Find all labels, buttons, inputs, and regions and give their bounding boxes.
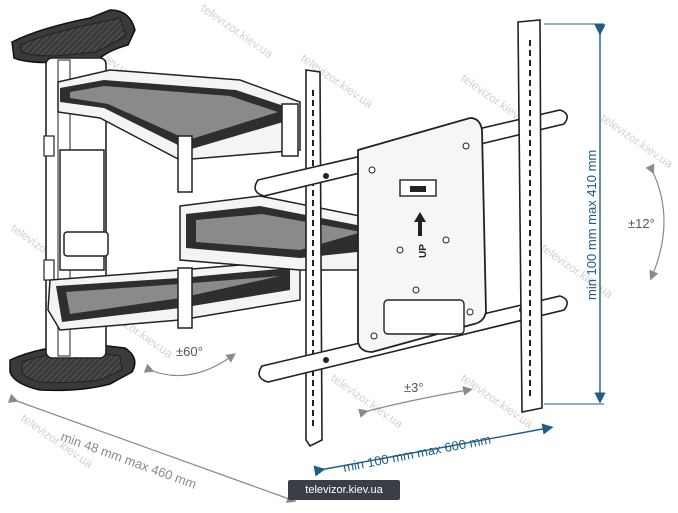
watermark: televizor.kiev.ua: [538, 241, 616, 301]
rotation-angle: ±3°: [358, 380, 473, 418]
up-arrow-icon: [414, 212, 426, 236]
vertical-dimension: min 100 mm max 410 mm: [544, 23, 606, 405]
watermark: televizor.kiev.ua: [328, 371, 406, 431]
left-vertical-bar: [305, 69, 323, 448]
swivel-angle-label: ±60°: [176, 344, 203, 359]
watermark: televizor.kiev.ua: [598, 111, 676, 171]
watermark: televizor.kiev.ua: [198, 1, 276, 61]
horizontal-dimension-label: min 100 mm max 600 mm: [342, 432, 492, 475]
site-badge: televizor.kiev.ua: [288, 480, 400, 500]
vesa-plate: UP: [357, 117, 487, 353]
tilt-angle-label: ±12°: [628, 216, 655, 231]
plate-up-label: UP: [418, 244, 429, 258]
right-vertical-bar: [517, 19, 543, 413]
swivel-arrow-icon: [143, 353, 236, 377]
horizontal-dimension: min 100 mm max 600 mm: [313, 423, 554, 477]
upper-arm: [57, 69, 301, 193]
extension-dimension: min 48 mm max 460 mm: [7, 393, 297, 503]
tilt-angle: ±12°: [628, 163, 665, 281]
swivel-angle: ±60°: [143, 344, 236, 377]
tilt-arrow-icon: [645, 163, 665, 281]
rotation-angle-label: ±3°: [404, 380, 424, 395]
rotation-arrow-icon: [358, 386, 473, 418]
middle-arm: [179, 195, 391, 271]
lower-arm: [47, 259, 301, 331]
vertical-dimension-label: min 100 mm max 410 mm: [584, 150, 599, 300]
